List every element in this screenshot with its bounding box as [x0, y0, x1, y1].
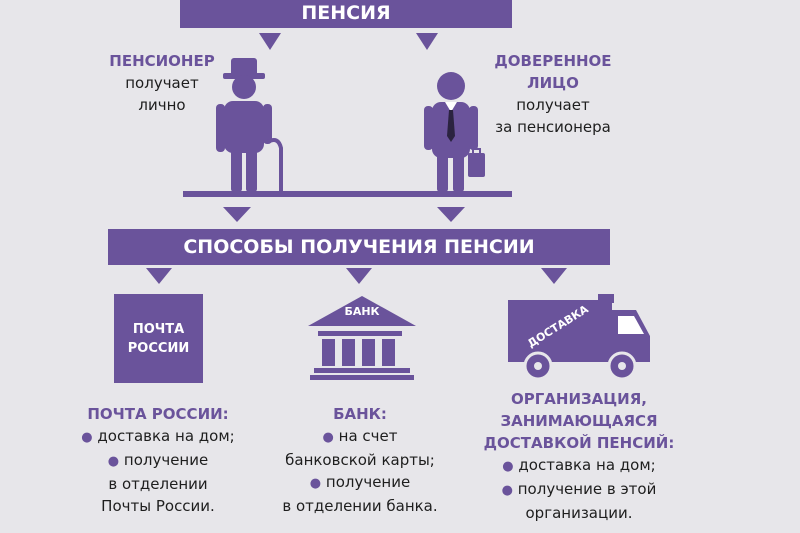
- arrow-from-pensioner: [223, 207, 251, 222]
- post-description: ПОЧТА РОССИИ: ● доставка на дом; ● получ…: [60, 403, 256, 517]
- pension-banner-label: ПЕНСИЯ: [301, 2, 391, 24]
- post-item-2-line-2: в отделении: [108, 475, 208, 493]
- bank-sign-label: БАНК: [344, 305, 380, 318]
- bank-item-1-line-2: банковской карты;: [285, 451, 435, 469]
- bullet-icon: ●: [309, 476, 322, 491]
- arrow-to-pensioner: [259, 33, 281, 50]
- delivery-description: ОРГАНИЗАЦИЯ, ЗАНИМАЮЩАЯСЯ ДОСТАВКОЙ ПЕНС…: [468, 388, 690, 524]
- pensioner-title: ПЕНСИОНЕР: [109, 52, 215, 70]
- bank-heading: БАНК:: [333, 405, 387, 423]
- delivery-item-2-line-2: организации.: [525, 504, 633, 522]
- pensioner-line-2: лично: [138, 96, 186, 114]
- bank-item-2-line-2: в отделении банка.: [282, 497, 438, 515]
- delivery-heading-line-3: ДОСТАВКОЙ ПЕНСИЙ:: [483, 434, 675, 452]
- post-item-1: ● доставка на дом;: [81, 427, 235, 445]
- elderly-person-icon: [216, 58, 272, 192]
- arrow-from-proxy: [437, 207, 465, 222]
- methods-banner-label: СПОСОБЫ ПОЛУЧЕНИЯ ПЕНСИИ: [183, 236, 535, 258]
- bullet-icon: ●: [322, 430, 334, 445]
- bullet-icon: ●: [501, 483, 513, 498]
- post-item-2: ● получение: [107, 451, 209, 469]
- post-item-2-line-3: Почты России.: [101, 497, 215, 515]
- arrow-to-post: [146, 268, 172, 284]
- bullet-icon: ●: [107, 454, 120, 469]
- bank-item-2: ● получение: [309, 473, 411, 491]
- delivery-truck-icon: [508, 294, 650, 381]
- delivery-heading-line-1: ОРГАНИЗАЦИЯ,: [510, 390, 647, 408]
- post-heading: ПОЧТА РОССИИ:: [87, 405, 229, 423]
- pension-banner: ПЕНСИЯ: [180, 0, 512, 28]
- delivery-item-1: ● доставка на дом;: [502, 456, 656, 474]
- pensioner-line-1: получает: [125, 74, 199, 92]
- bank-sign: БАНК: [332, 305, 392, 318]
- proxy-line-2: за пенсионера: [495, 118, 611, 136]
- arrow-to-delivery: [541, 268, 567, 284]
- arrow-to-proxy: [416, 33, 438, 50]
- bullet-icon: ●: [502, 459, 514, 474]
- methods-banner: СПОСОБЫ ПОЛУЧЕНИЯ ПЕНСИИ: [108, 229, 610, 265]
- proxy-title-line-1: ДОВЕРЕННОЕ: [494, 52, 612, 70]
- proxy-caption: ДОВЕРЕННОЕ ЛИЦО получает за пенсионера: [483, 50, 623, 138]
- businessman-icon: [424, 72, 485, 192]
- post-box-line-2: РОССИИ: [127, 340, 190, 356]
- bullet-icon: ●: [81, 430, 93, 445]
- arrow-to-bank: [346, 268, 372, 284]
- delivery-heading-line-2: ЗАНИМАЮЩАЯСЯ: [500, 412, 658, 430]
- post-box: ПОЧТА РОССИИ: [114, 294, 203, 383]
- proxy-line-1: получает: [516, 96, 590, 114]
- pensioner-caption: ПЕНСИОНЕР получает лично: [98, 50, 226, 116]
- bank-building-icon: [308, 296, 416, 380]
- bank-item-1: ● на счет: [322, 427, 398, 445]
- connector-line-top: [183, 191, 512, 197]
- delivery-item-2: ● получение в этой: [501, 480, 657, 498]
- post-box-line-1: ПОЧТА: [132, 321, 185, 337]
- proxy-title-line-2: ЛИЦО: [527, 74, 579, 92]
- bank-description: БАНК: ● на счет банковской карты; ● полу…: [262, 403, 458, 517]
- cane: [266, 138, 283, 192]
